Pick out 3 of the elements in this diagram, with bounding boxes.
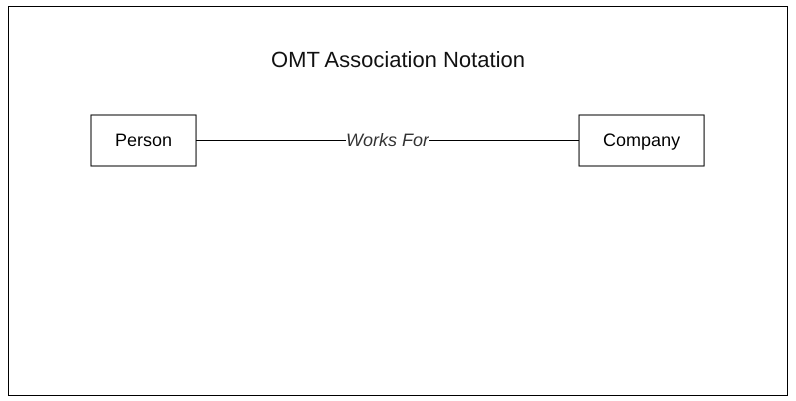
node-box: Person: [90, 114, 197, 166]
diagram-title: OMT Association Notation: [270, 47, 526, 73]
node-box: Company: [579, 114, 706, 166]
